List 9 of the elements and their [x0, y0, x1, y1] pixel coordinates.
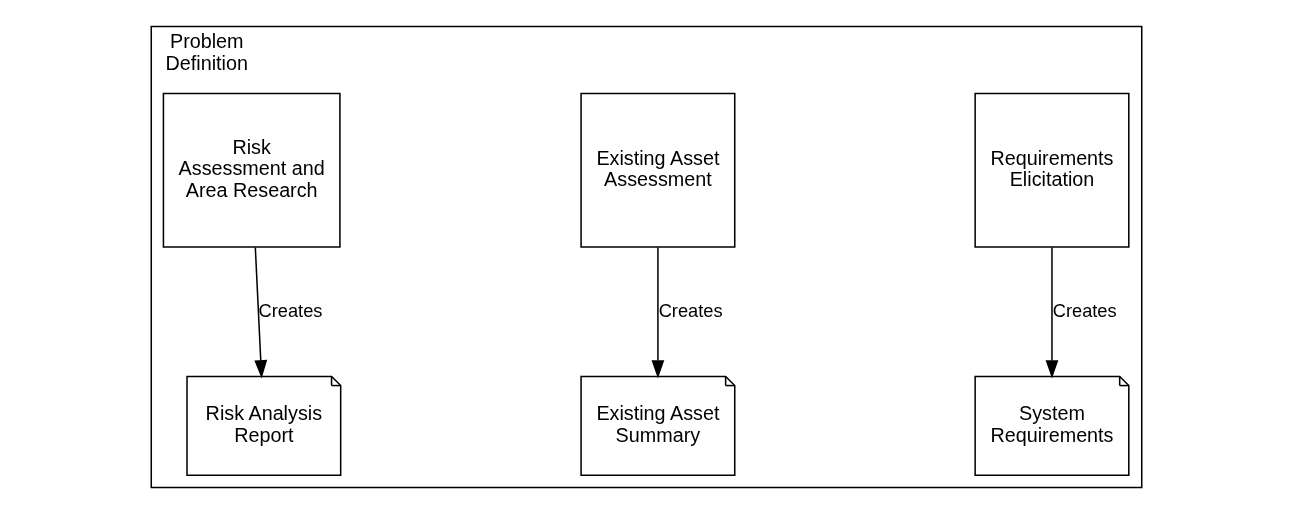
node-box: Existing Asset Assessment	[579, 92, 735, 248]
edge-label: Creates	[1052, 299, 1117, 321]
arrow	[253, 246, 267, 379]
node-box: Risk Assessment and Area Research	[162, 92, 341, 248]
edge-label: Creates	[658, 299, 723, 321]
node-box: Requirements Elicitation	[973, 92, 1130, 248]
edge-label: Creates	[258, 299, 322, 321]
arrow	[1045, 246, 1058, 379]
arrow	[651, 246, 664, 379]
